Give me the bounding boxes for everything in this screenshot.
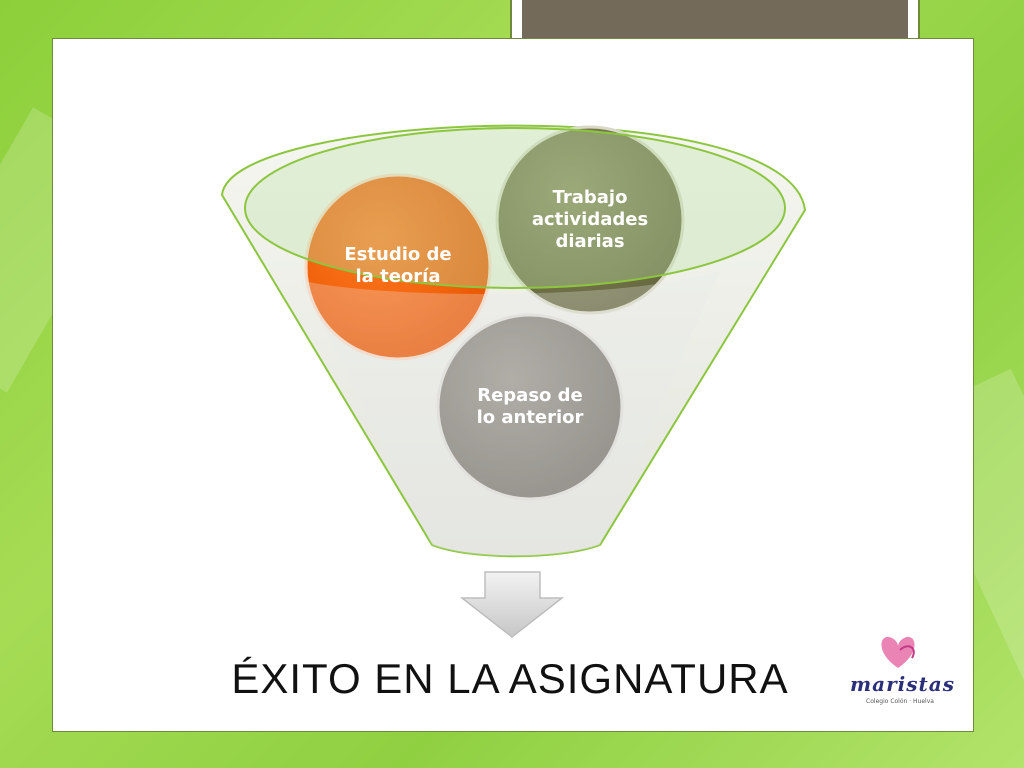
logo-wordmark: maristas — [850, 672, 955, 696]
heart-logo-icon — [881, 636, 915, 668]
funnel-rim — [244, 127, 786, 289]
result-title: ÉXITO EN LA ASIGNATURA — [231, 655, 789, 702]
maristas-logo: maristas Colegio Colón · Huelva — [850, 628, 955, 708]
label-estudio-teoria: Estudio de la teoría — [344, 244, 452, 287]
circle-trabajo-actividades — [495, 125, 685, 315]
circle-estudio-teoria — [304, 173, 492, 361]
label-repaso-anterior: Repaso de lo anterior — [476, 385, 584, 428]
circle-repaso-anterior — [436, 313, 624, 501]
label-trabajo-actividades: Trabajo actividades diarias — [531, 187, 649, 252]
down-arrow-icon — [459, 571, 565, 638]
funnel-lower-overlay — [300, 270, 720, 557]
logo-subtitle: Colegio Colón · Huelva — [866, 698, 934, 705]
